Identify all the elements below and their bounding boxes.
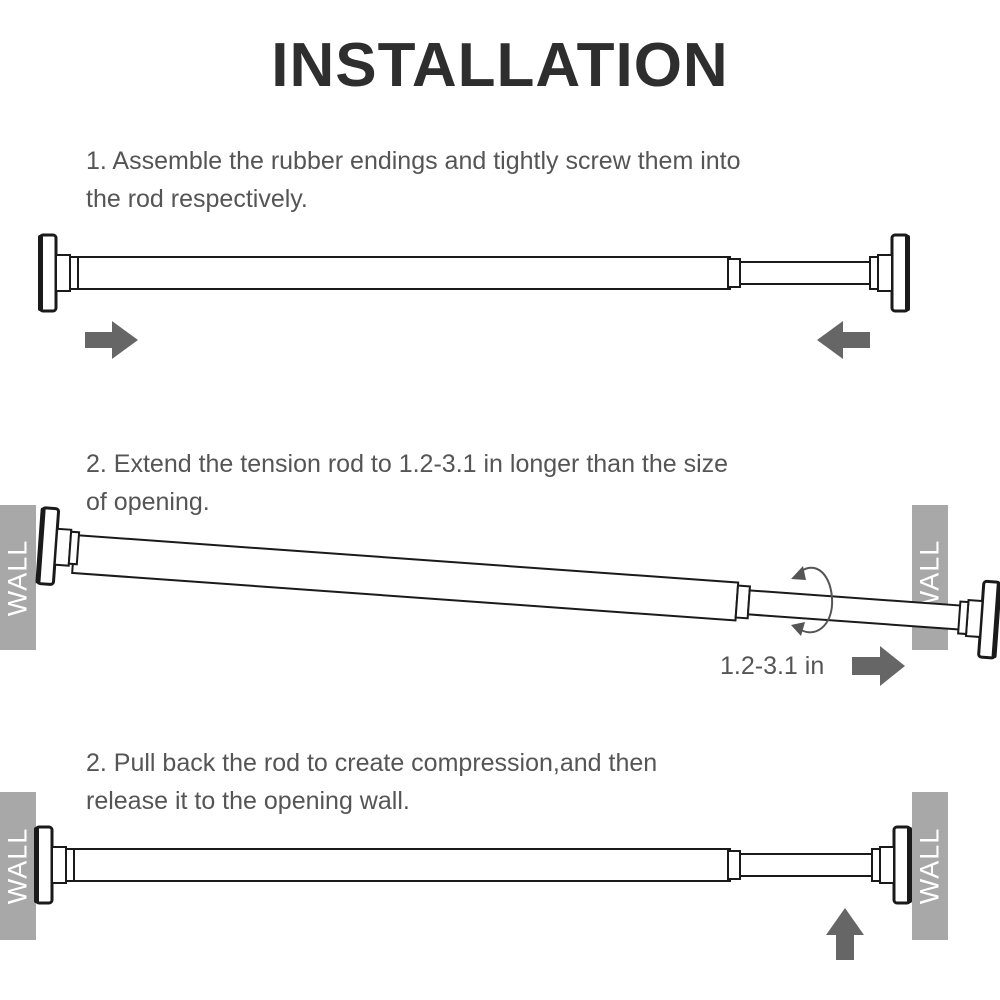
rotate-icon <box>791 566 834 636</box>
rubber-ending-right <box>868 233 912 313</box>
rubber-ending-left <box>36 233 80 313</box>
step-3-text: 2. Pull back the rod to create compressi… <box>86 744 886 820</box>
arrow-right-icon <box>85 321 138 359</box>
rod-step-2 <box>33 506 1000 660</box>
step-2-line-1: 2. Extend the tension rod to 1.2-3.1 in … <box>86 450 729 478</box>
arrow-left-icon <box>817 321 870 359</box>
rubber-ending-left <box>32 825 76 905</box>
wall-left-step-3: WALL <box>0 792 36 940</box>
step-1-text: 1. Assemble the rubber endings and tight… <box>86 142 886 218</box>
wall-left-step-2: WALL <box>0 505 36 650</box>
step-1-line-2: the rod respectively. <box>86 185 308 213</box>
extension-length-label: 1.2-3.1 in <box>720 652 825 680</box>
page-title: INSTALLATION <box>271 31 729 100</box>
step-2-line-2: of opening. <box>86 488 210 516</box>
step-1-line-1: 1. Assemble the rubber endings and tight… <box>86 147 741 175</box>
step-3-line-2: release it to the opening wall. <box>86 787 410 815</box>
step-3-line-1: 2. Pull back the rod to create compressi… <box>86 749 658 777</box>
rubber-ending-left <box>33 506 83 588</box>
arrow-up-icon <box>826 908 864 960</box>
rubber-ending-right <box>955 578 1000 660</box>
step-2-text: 2. Extend the tension rod to 1.2-3.1 in … <box>86 445 886 521</box>
extend-arrow-icon <box>852 646 905 686</box>
rubber-ending-right <box>870 825 914 905</box>
wall-right-step-3: WALL <box>912 792 948 940</box>
rod-step-3 <box>32 825 914 905</box>
rod-step-1 <box>36 233 912 313</box>
